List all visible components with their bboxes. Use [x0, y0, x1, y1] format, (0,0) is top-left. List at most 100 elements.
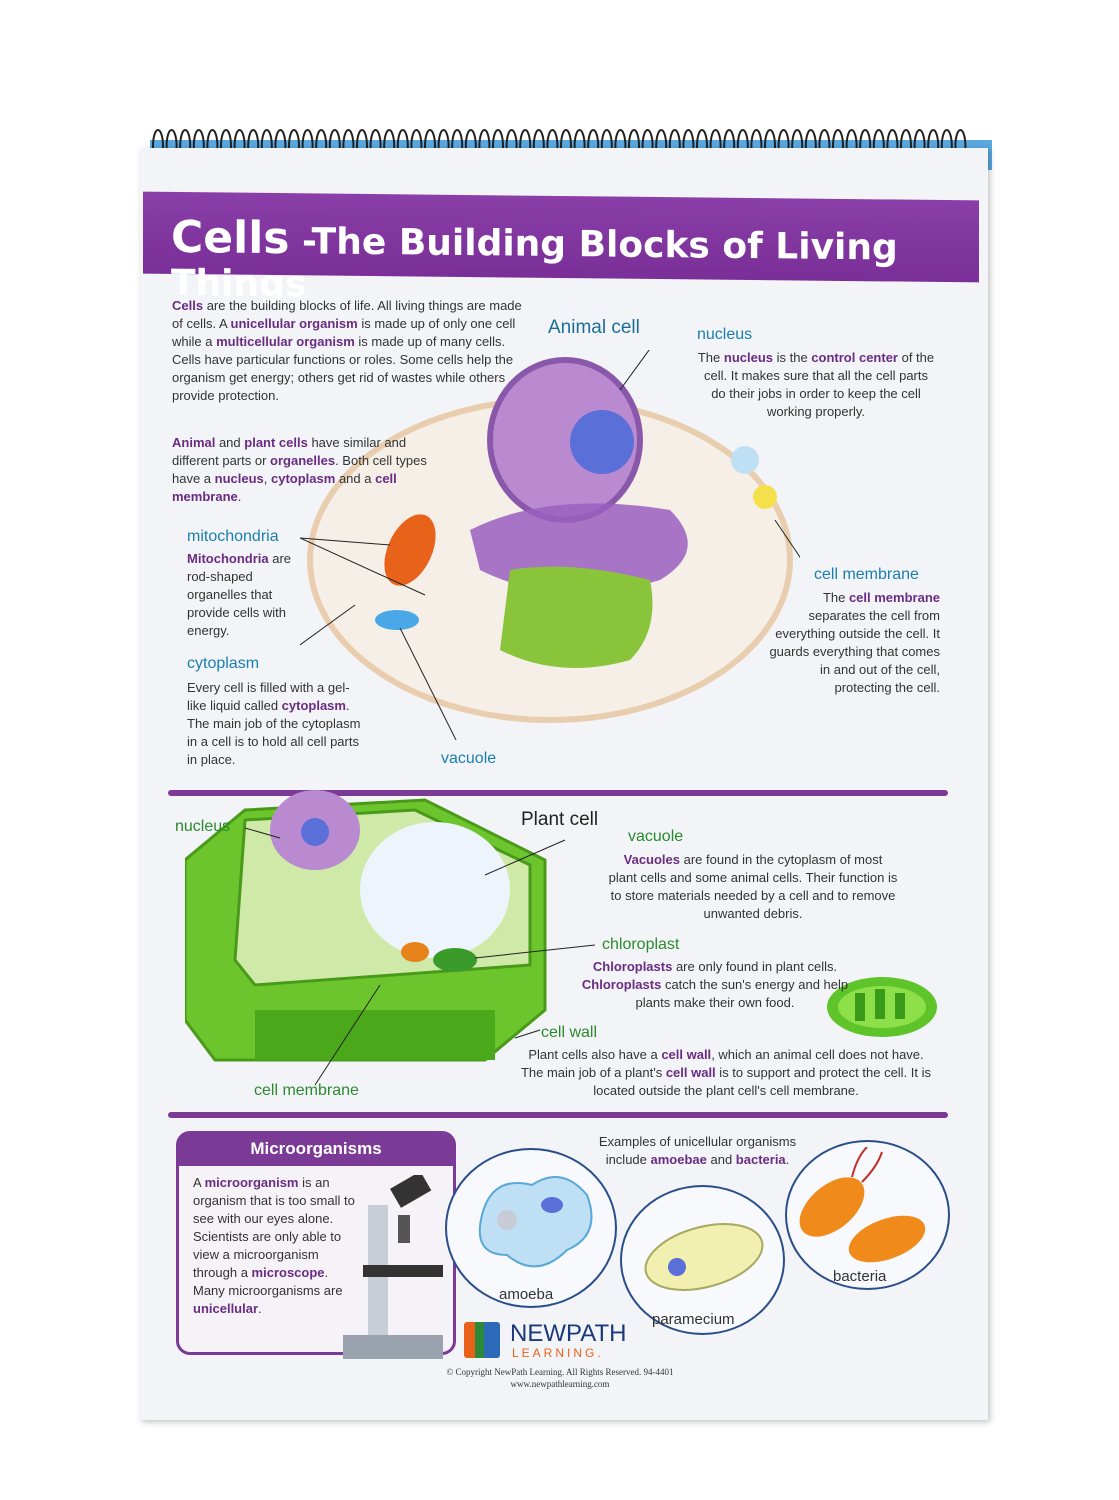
text-segment: The: [697, 350, 724, 365]
bold-term: organelles: [270, 453, 336, 468]
text-segment: catch the sun's energy and help plants m…: [635, 977, 849, 1010]
nucleus-description: The nucleus is the control center of the…: [696, 349, 936, 421]
text-segment: is the: [773, 350, 812, 365]
intro-paragraph-1: Cells are the building blocks of life. A…: [172, 297, 524, 405]
text-segment: have similar and different parts or: [172, 435, 407, 468]
cell-wall-label: cell wall: [541, 1024, 598, 1041]
large-vacuole: [360, 822, 510, 958]
bold-term: microscope: [251, 1265, 325, 1280]
text-segment: of the cell. It makes sure that all the …: [704, 350, 935, 419]
page-title: Cells -The Building Blocks of Living Thi…: [143, 191, 979, 305]
animal-cell-title: Animal cell: [548, 317, 640, 338]
text-segment: . Many microorganisms are: [193, 1265, 343, 1298]
bold-term: Animal: [172, 435, 216, 450]
microscope-icon: [343, 1175, 443, 1359]
bold-term: cell membrane: [848, 590, 940, 605]
microorganisms-title: Microorganisms: [179, 1134, 453, 1166]
text-segment: are rod-shaped organelles that provide c…: [187, 551, 292, 638]
bacteria-illustration: [799, 1147, 926, 1263]
examples-text: Examples of unicellular organisms includ…: [590, 1133, 805, 1169]
paramecium-label: paramecium: [652, 1311, 735, 1328]
amoeba-illustration: [478, 1176, 593, 1268]
intro-paragraph-2: Animal and plant cells have similar and …: [172, 434, 434, 506]
cell-wall-description: Plant cells also have a cell wall, which…: [517, 1046, 935, 1100]
bold-term: Chloroplasts: [592, 959, 673, 974]
paramecium-circle: paramecium: [620, 1185, 785, 1335]
mitochondrion: [384, 514, 436, 586]
bold-term: Cells: [172, 298, 204, 313]
newpath-logo-icon: [464, 1322, 500, 1358]
title-cells: Cells: [171, 211, 290, 265]
text-segment: . The main job of the cytoplasm in a cel…: [187, 698, 361, 767]
text-segment: and a: [335, 471, 376, 486]
text-segment: are the building blocks of life. All liv…: [172, 298, 522, 331]
microorganisms-description: A microorganism is an organism that is t…: [193, 1174, 363, 1318]
animal-cell-diagram: [300, 350, 800, 740]
mitochondria-description: Mitochondria are rod-shaped organelles t…: [187, 550, 307, 640]
plant-nucleus-label: nucleus: [175, 818, 231, 835]
text-segment: are found in the cytoplasm of most plant…: [608, 852, 898, 921]
nucleus-label: nucleus: [697, 326, 753, 343]
bold-term: unicellular organism: [230, 316, 358, 331]
bold-term: microorganism: [204, 1175, 299, 1190]
plant-vacuole-description: Vacuoles are found in the cytoplasm of m…: [608, 851, 898, 923]
text-segment: is to support and protect the cell. It i…: [593, 1065, 932, 1098]
logo-learning: LEARNING.: [512, 1346, 604, 1360]
bold-term: Chloroplasts: [581, 977, 662, 992]
vacuole-label: vacuole: [441, 750, 497, 767]
amoeba-label: amoeba: [499, 1286, 554, 1303]
plant-vacuole-label: vacuole: [628, 828, 684, 845]
microorganisms-box: Microorganisms A microorganism is an org…: [176, 1131, 456, 1355]
text-segment: separates the cell from everything outsi…: [769, 608, 940, 695]
text-segment: .: [258, 1301, 262, 1316]
bold-term: bacteria: [735, 1152, 786, 1167]
plant-cell-diagram: [185, 790, 595, 1086]
bacteria-label: bacteria: [833, 1268, 887, 1285]
bold-term: nucleus: [214, 471, 264, 486]
plant-cell-title: Plant cell: [521, 809, 599, 830]
cytoplasm-description: Every cell is filled with a gel-like liq…: [187, 679, 367, 769]
text-segment: . Both cell types have a: [172, 453, 427, 486]
bold-term: cytoplasm: [281, 698, 346, 713]
bold-term: cell wall: [661, 1047, 712, 1062]
chloroplast-description: Chloroplasts are only found in plant cel…: [575, 958, 855, 1012]
vacuole-shape: [375, 610, 419, 630]
text-segment: , which an animal cell does not have. Th…: [520, 1047, 924, 1080]
bold-term: cell wall: [665, 1065, 716, 1080]
mitochondria-label: mitochondria: [187, 528, 279, 545]
bold-term: plant cells: [244, 435, 308, 450]
text-segment: .: [237, 489, 242, 504]
chloroplast-label: chloroplast: [602, 936, 680, 953]
bold-term: amoebae: [650, 1152, 707, 1167]
text-segment: Every cell is filled with a gel-like liq…: [187, 680, 350, 713]
text-segment: ,: [263, 471, 272, 486]
chloroplast-illustration: [827, 977, 937, 1037]
text-segment: is an organism that is too small to see …: [193, 1175, 355, 1280]
bold-term: Vacuoles: [623, 852, 681, 867]
paramecium-illustration: [644, 1223, 764, 1291]
bold-term: control center: [811, 350, 898, 365]
text-segment: The: [822, 590, 849, 605]
text-segment: Plant cells also have a: [528, 1047, 662, 1062]
golgi: [500, 566, 653, 668]
cell-membrane-description: The cell membrane separates the cell fro…: [768, 589, 940, 697]
text-segment: and: [215, 435, 245, 450]
bold-term: Mitochondria: [187, 551, 269, 566]
bold-term: cell membrane: [172, 471, 397, 504]
cytoplasm-label: cytoplasm: [187, 655, 260, 672]
text-segment: A: [193, 1175, 205, 1190]
cell-membrane-label: cell membrane: [814, 566, 919, 583]
logo-newpath: NEWPATH: [510, 1320, 627, 1347]
text-segment: are only found in plant cells.: [672, 959, 838, 974]
section-divider: [168, 1112, 948, 1118]
bold-term: multicellular organism: [216, 334, 355, 349]
bacteria-circle: bacteria: [785, 1140, 950, 1290]
text-segment: .: [785, 1152, 790, 1167]
section-divider: [168, 790, 948, 796]
bold-term: cytoplasm: [271, 471, 336, 486]
amoeba-circle: amoeba: [445, 1148, 617, 1308]
copyright-text: © Copyright NewPath Learning. All Rights…: [446, 1367, 674, 1377]
text-segment: Examples of unicellular organisms includ…: [598, 1134, 797, 1167]
text-segment: and: [706, 1152, 736, 1167]
plant-cell-membrane-label: cell membrane: [254, 1082, 359, 1099]
